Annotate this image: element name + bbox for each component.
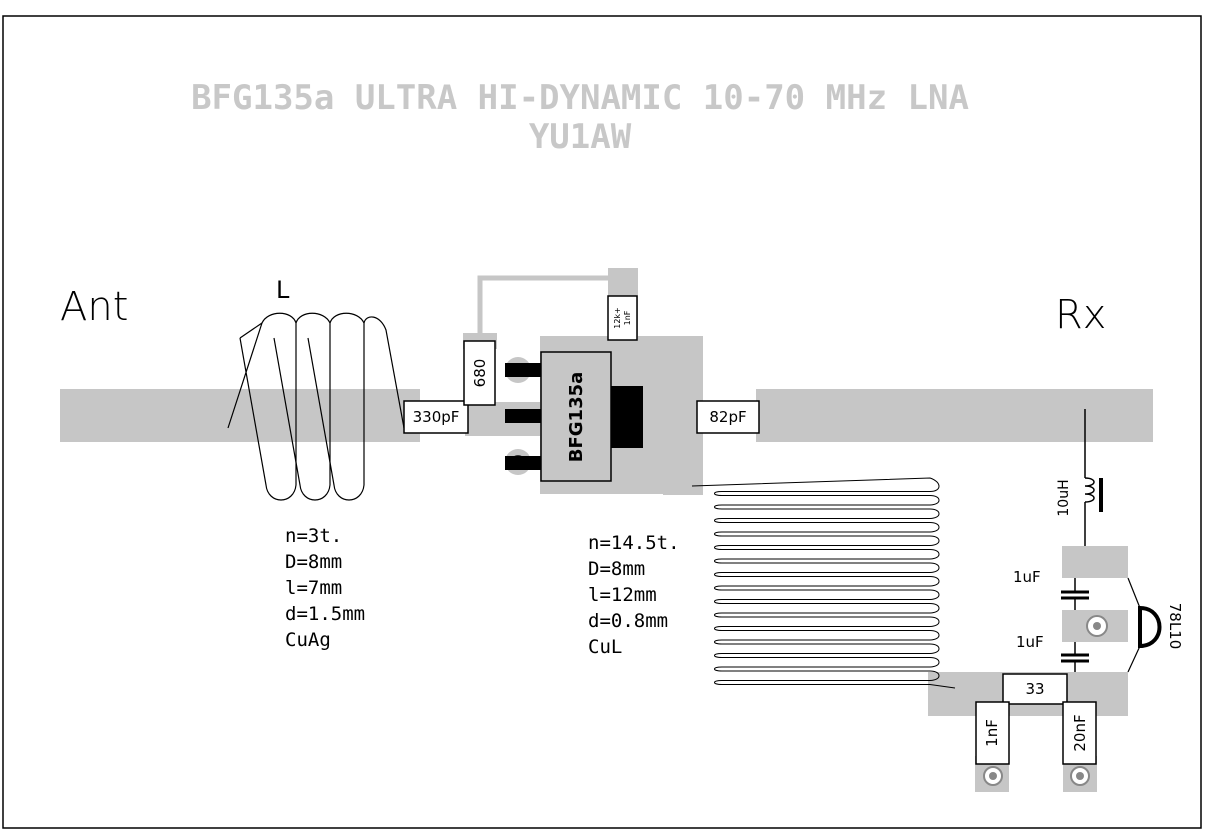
capacitor-1uf-out	[1061, 642, 1089, 672]
diagram-title: BFG135a ULTRA HI-DYNAMIC 10-70 MHz LNA	[191, 78, 969, 118]
feedback-rc-label-2: 1nF	[623, 310, 632, 325]
resistor-680	[463, 340, 496, 406]
transistor-label: BFG135a	[566, 372, 587, 463]
input-coil-label: L	[276, 276, 290, 304]
input-coil-spec-line: n=3t.	[285, 525, 342, 547]
pcb-tracks	[60, 268, 1153, 792]
output-track	[756, 389, 1153, 442]
capacitor-330pf-label: 330pF	[413, 408, 460, 426]
capacitor-1nf	[975, 701, 1010, 765]
capacitor-82pf	[696, 400, 760, 434]
resistor-33-label: 33	[1025, 680, 1044, 698]
input-track	[60, 389, 420, 442]
input-coil-spec-line: d=1.5mm	[285, 603, 365, 625]
input-coil-spec-line: l=7mm	[285, 577, 342, 599]
input-coil-specs: n=3t. D=8mm l=7mm d=1.5mm CuAg	[285, 525, 365, 651]
regulator-78l10	[1086, 577, 1162, 673]
capacitor-20nf	[1062, 701, 1097, 765]
output-coil-spec-line: D=8mm	[588, 558, 645, 580]
capacitor-1nf-label: 1nF	[983, 719, 1001, 747]
choke-10uh	[1084, 409, 1103, 546]
output-coil-pad	[663, 478, 703, 495]
resistor-680-label: 680	[471, 359, 489, 388]
output-coil-spec-line: CuL	[588, 636, 622, 658]
ground-vias	[983, 766, 1090, 786]
feedback-rc-label-1: 12k+	[613, 307, 622, 329]
capacitor-82pf-label: 82pF	[709, 408, 746, 426]
capacitor-1uf-in	[1061, 578, 1089, 610]
input-coil-spec-line: D=8mm	[285, 551, 342, 573]
drawing-border	[2, 15, 1202, 829]
antenna-label: Ant	[60, 284, 128, 330]
capacitor-1uf-in-label: 1uF	[1013, 568, 1041, 586]
choke-label: 10uH	[1056, 479, 1072, 516]
regulator-label: 78L10	[1166, 603, 1184, 650]
receiver-label: Rx	[1055, 292, 1106, 338]
output-coil-spec-line: n=14.5t.	[588, 532, 680, 554]
resistor-33	[1002, 673, 1068, 705]
output-coil-specs: n=14.5t. D=8mm l=12mm d=0.8mm CuL	[588, 532, 680, 658]
output-coil	[691, 477, 956, 689]
diagram-author: YU1AW	[529, 117, 632, 157]
transistor-bfg135a	[505, 351, 643, 482]
reg-out-pad	[1062, 546, 1128, 578]
capacitor-330pf	[403, 400, 469, 434]
output-coil-spec-line: d=0.8mm	[588, 610, 668, 632]
output-coil-spec-line: l=12mm	[588, 584, 657, 606]
input-coil	[227, 312, 405, 501]
capacitor-1uf-out-label: 1uF	[1016, 633, 1044, 651]
feedback-rc	[607, 295, 638, 341]
input-coil-spec-line: CuAg	[285, 629, 331, 651]
feedback-wire	[477, 275, 608, 338]
capacitor-20nf-label: 20nF	[1071, 714, 1089, 751]
